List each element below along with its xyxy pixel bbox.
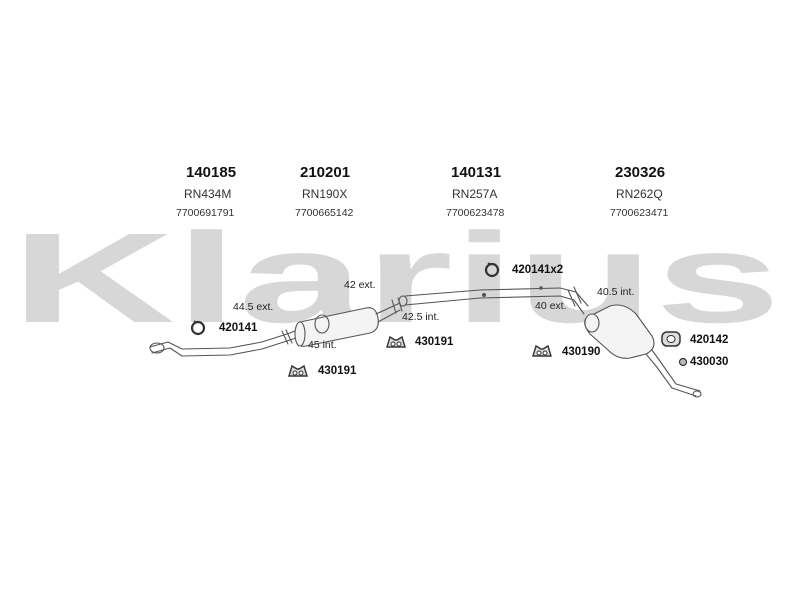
- part-ref-centre-silencer: RN190X: [302, 187, 348, 201]
- accessory-number: 420142: [690, 334, 729, 346]
- oem-number-front-pipe: 7700691791: [176, 207, 235, 219]
- part-number-centre-silencer: 210201: [300, 164, 351, 181]
- dimension-label: 40.5 int.: [597, 286, 635, 298]
- part-ref-front-pipe: RN434M: [184, 187, 232, 201]
- mounting-ring-icon: [661, 331, 681, 347]
- oem-number-centre-silencer: 7700665142: [295, 207, 354, 219]
- watermark-text: Klarius: [11, 207, 781, 350]
- part-ref-rear-silencer: RN262Q: [616, 187, 663, 201]
- dimension-label: 42 ext.: [344, 279, 376, 291]
- rubber-hanger-icon: [532, 344, 552, 357]
- centre-silencer: [289, 297, 403, 347]
- rubber-hanger-icon: [386, 335, 406, 348]
- accessory-number: 430191: [415, 336, 454, 348]
- part-number-intermediate-pipe: 140131: [451, 164, 502, 181]
- part-number-front-pipe: 140185: [186, 164, 237, 181]
- front-pipe: [149, 329, 293, 357]
- dimension-label: 42.5 int.: [402, 311, 440, 323]
- dimension-label: 44.5 ext.: [233, 301, 274, 313]
- clamp-ring-icon: [484, 262, 500, 278]
- accessory-number: 420141: [219, 322, 258, 334]
- part-ref-intermediate-pipe: RN257A: [452, 187, 498, 201]
- accessory-number: 420141x2: [512, 264, 564, 276]
- clamp-ring-icon: [190, 320, 206, 336]
- dimension-label: 40 ext.: [535, 300, 567, 312]
- bolt-icon: [678, 357, 688, 367]
- rear-silencer: [567, 286, 702, 398]
- accessory-number: 430191: [318, 365, 357, 377]
- accessory-number: 430030: [690, 356, 729, 368]
- oem-number-rear-silencer: 7700623471: [610, 207, 669, 219]
- dimension-label: 45 int.: [308, 339, 337, 351]
- rubber-hanger-icon: [288, 364, 308, 377]
- part-number-rear-silencer: 230326: [615, 164, 666, 181]
- oem-number-intermediate-pipe: 7700623478: [446, 207, 505, 219]
- accessory-number: 430190: [562, 346, 601, 358]
